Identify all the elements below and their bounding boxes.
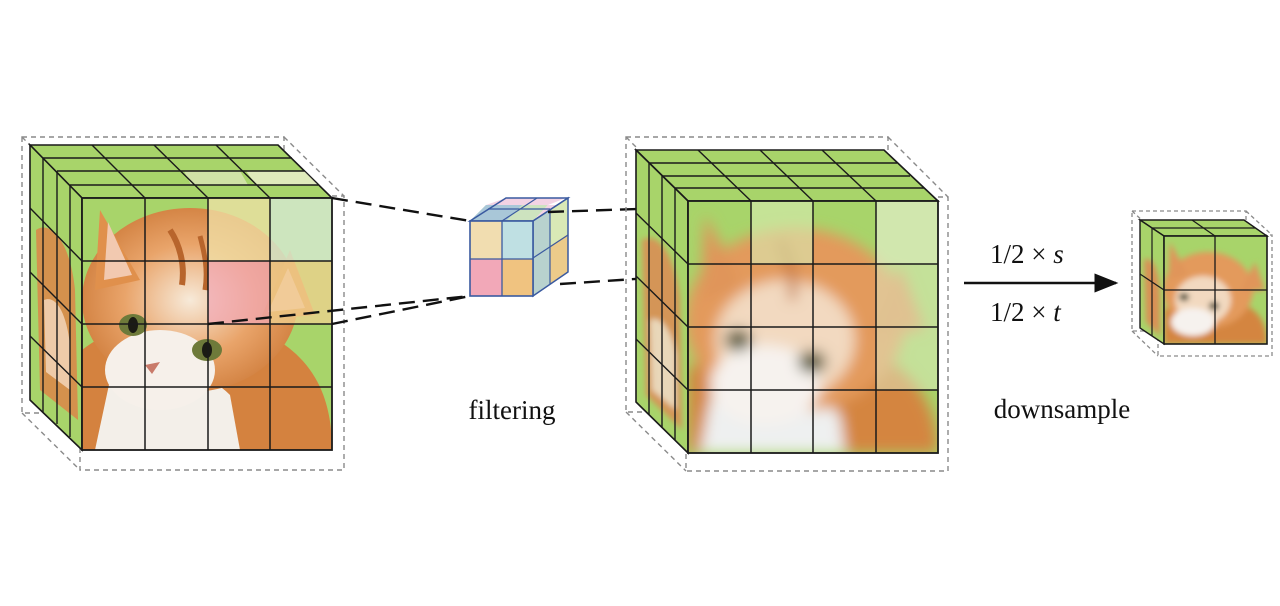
downsampled-video-cube xyxy=(1131,210,1273,357)
temporal-factor-text: 1/2 × xyxy=(990,297,1053,327)
filtered-video-cube xyxy=(625,136,949,472)
temporal-factor-label: 1/2 × t xyxy=(990,297,1062,327)
spatial-factor-text: 1/2 × xyxy=(990,239,1053,269)
filtered-cube-grid xyxy=(688,201,938,453)
input-video-cube xyxy=(21,136,345,471)
downsample-label: downsample xyxy=(994,394,1130,424)
filter-kernel xyxy=(467,196,571,298)
spatial-factor-label: 1/2 × s xyxy=(990,239,1064,269)
downsampled-cube-grid xyxy=(1164,236,1267,344)
temporal-symbol: t xyxy=(1053,297,1062,327)
filtering-label: filtering xyxy=(469,395,556,425)
spatial-symbol: s xyxy=(1053,239,1064,269)
